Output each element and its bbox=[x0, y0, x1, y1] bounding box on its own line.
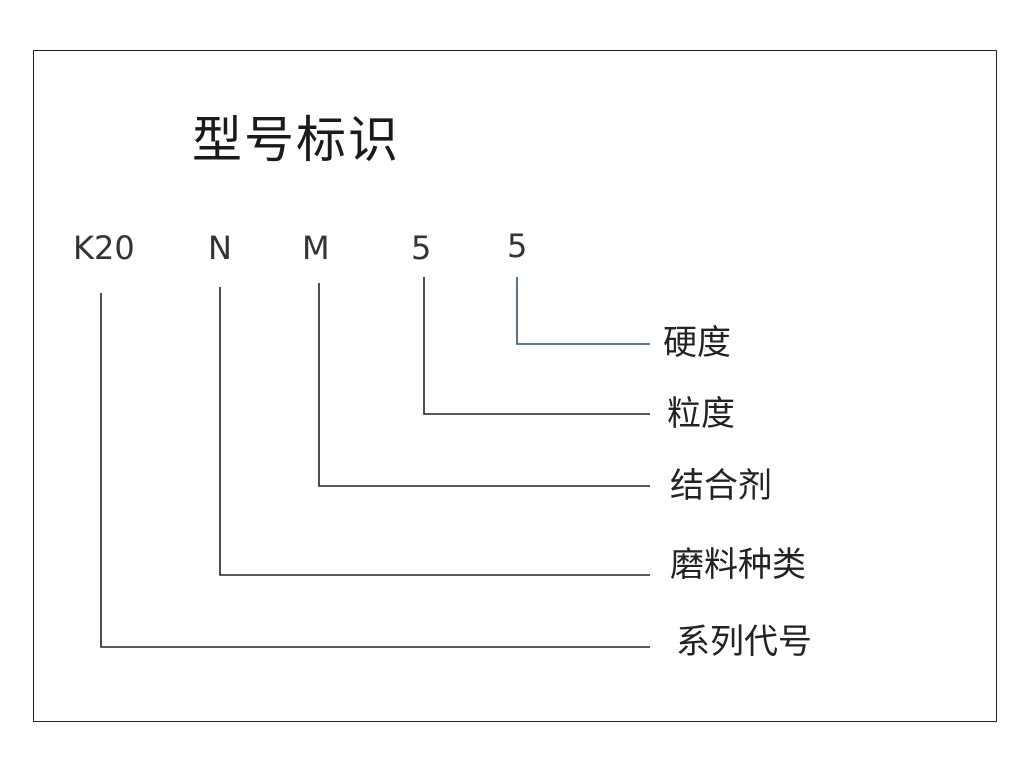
diagram-frame bbox=[33, 50, 997, 722]
connector-bond bbox=[318, 283, 650, 487]
label-abrasive-type: 磨料种类 bbox=[670, 545, 806, 585]
code-abrasive: N bbox=[208, 229, 232, 267]
diagram-title: 型号标识 bbox=[192, 111, 400, 169]
label-hardness: 硬度 bbox=[663, 323, 731, 363]
label-bond: 结合剂 bbox=[670, 466, 772, 506]
code-hardness: 5 bbox=[507, 227, 528, 265]
connector-series bbox=[100, 293, 650, 648]
label-series-code: 系列代号 bbox=[676, 622, 812, 662]
code-bond: M bbox=[302, 229, 330, 267]
code-grit: 5 bbox=[411, 229, 432, 267]
connector-abrasive bbox=[219, 287, 650, 576]
connector-hardness bbox=[516, 277, 650, 345]
connector-grit bbox=[423, 277, 650, 415]
code-series: K20 bbox=[73, 229, 135, 267]
label-grit: 粒度 bbox=[667, 394, 735, 434]
